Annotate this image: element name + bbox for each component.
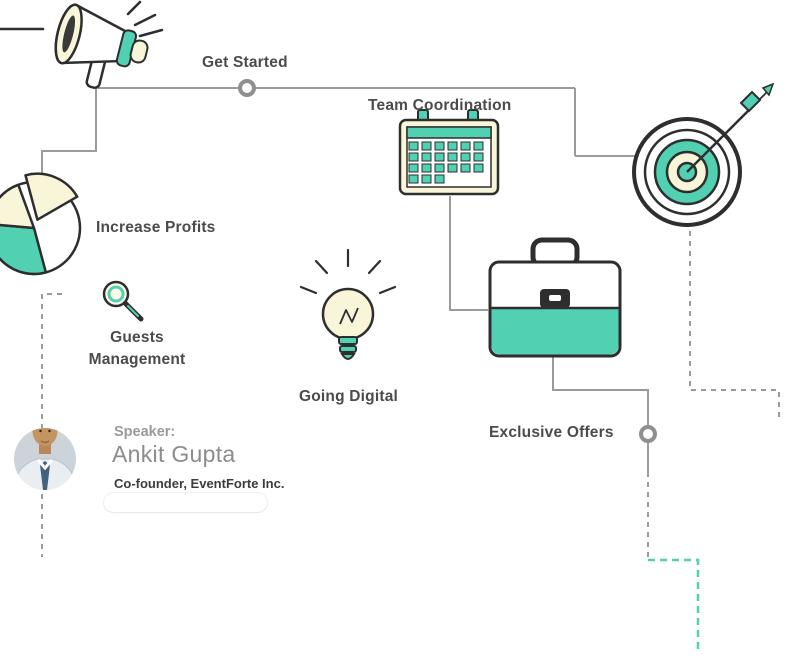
milestone-label-increase-profits: Increase Profits	[96, 219, 216, 236]
milestone-label-going-digital: Going Digital	[299, 388, 399, 405]
magnifier-icon	[102, 280, 144, 322]
speaker-name: Ankit Gupta	[112, 441, 236, 467]
connector-lines-teal-dashed	[648, 558, 700, 653]
milestone-label-team-coordination: Team Coordination	[368, 97, 512, 114]
target-dart-icon	[632, 82, 775, 227]
lightbulb-icon	[299, 248, 397, 360]
milestone-label-exclusive-offers: Exclusive Offers	[489, 424, 614, 441]
guests-line: Guests	[110, 329, 164, 346]
milestone-label-guests-management: Guests Management	[62, 327, 212, 371]
connector-lines	[41, 87, 649, 472]
pie-chart-icon	[0, 172, 82, 276]
briefcase-icon	[488, 237, 622, 358]
speaker-title: Co-founder, EventForte Inc.	[114, 476, 285, 491]
obscured-text-pill	[104, 493, 267, 512]
connector-lines-dashed	[41, 231, 780, 560]
milestone-label-get-started: Get Started	[202, 54, 288, 71]
megaphone-icon	[0, 0, 164, 89]
speaker-heading: Speaker:	[114, 424, 176, 440]
speaker-avatar	[14, 428, 76, 490]
node-get-started	[238, 79, 256, 97]
calendar-icon	[398, 109, 500, 196]
management-line: Management	[88, 351, 186, 368]
node-exclusive-offers	[639, 425, 657, 443]
